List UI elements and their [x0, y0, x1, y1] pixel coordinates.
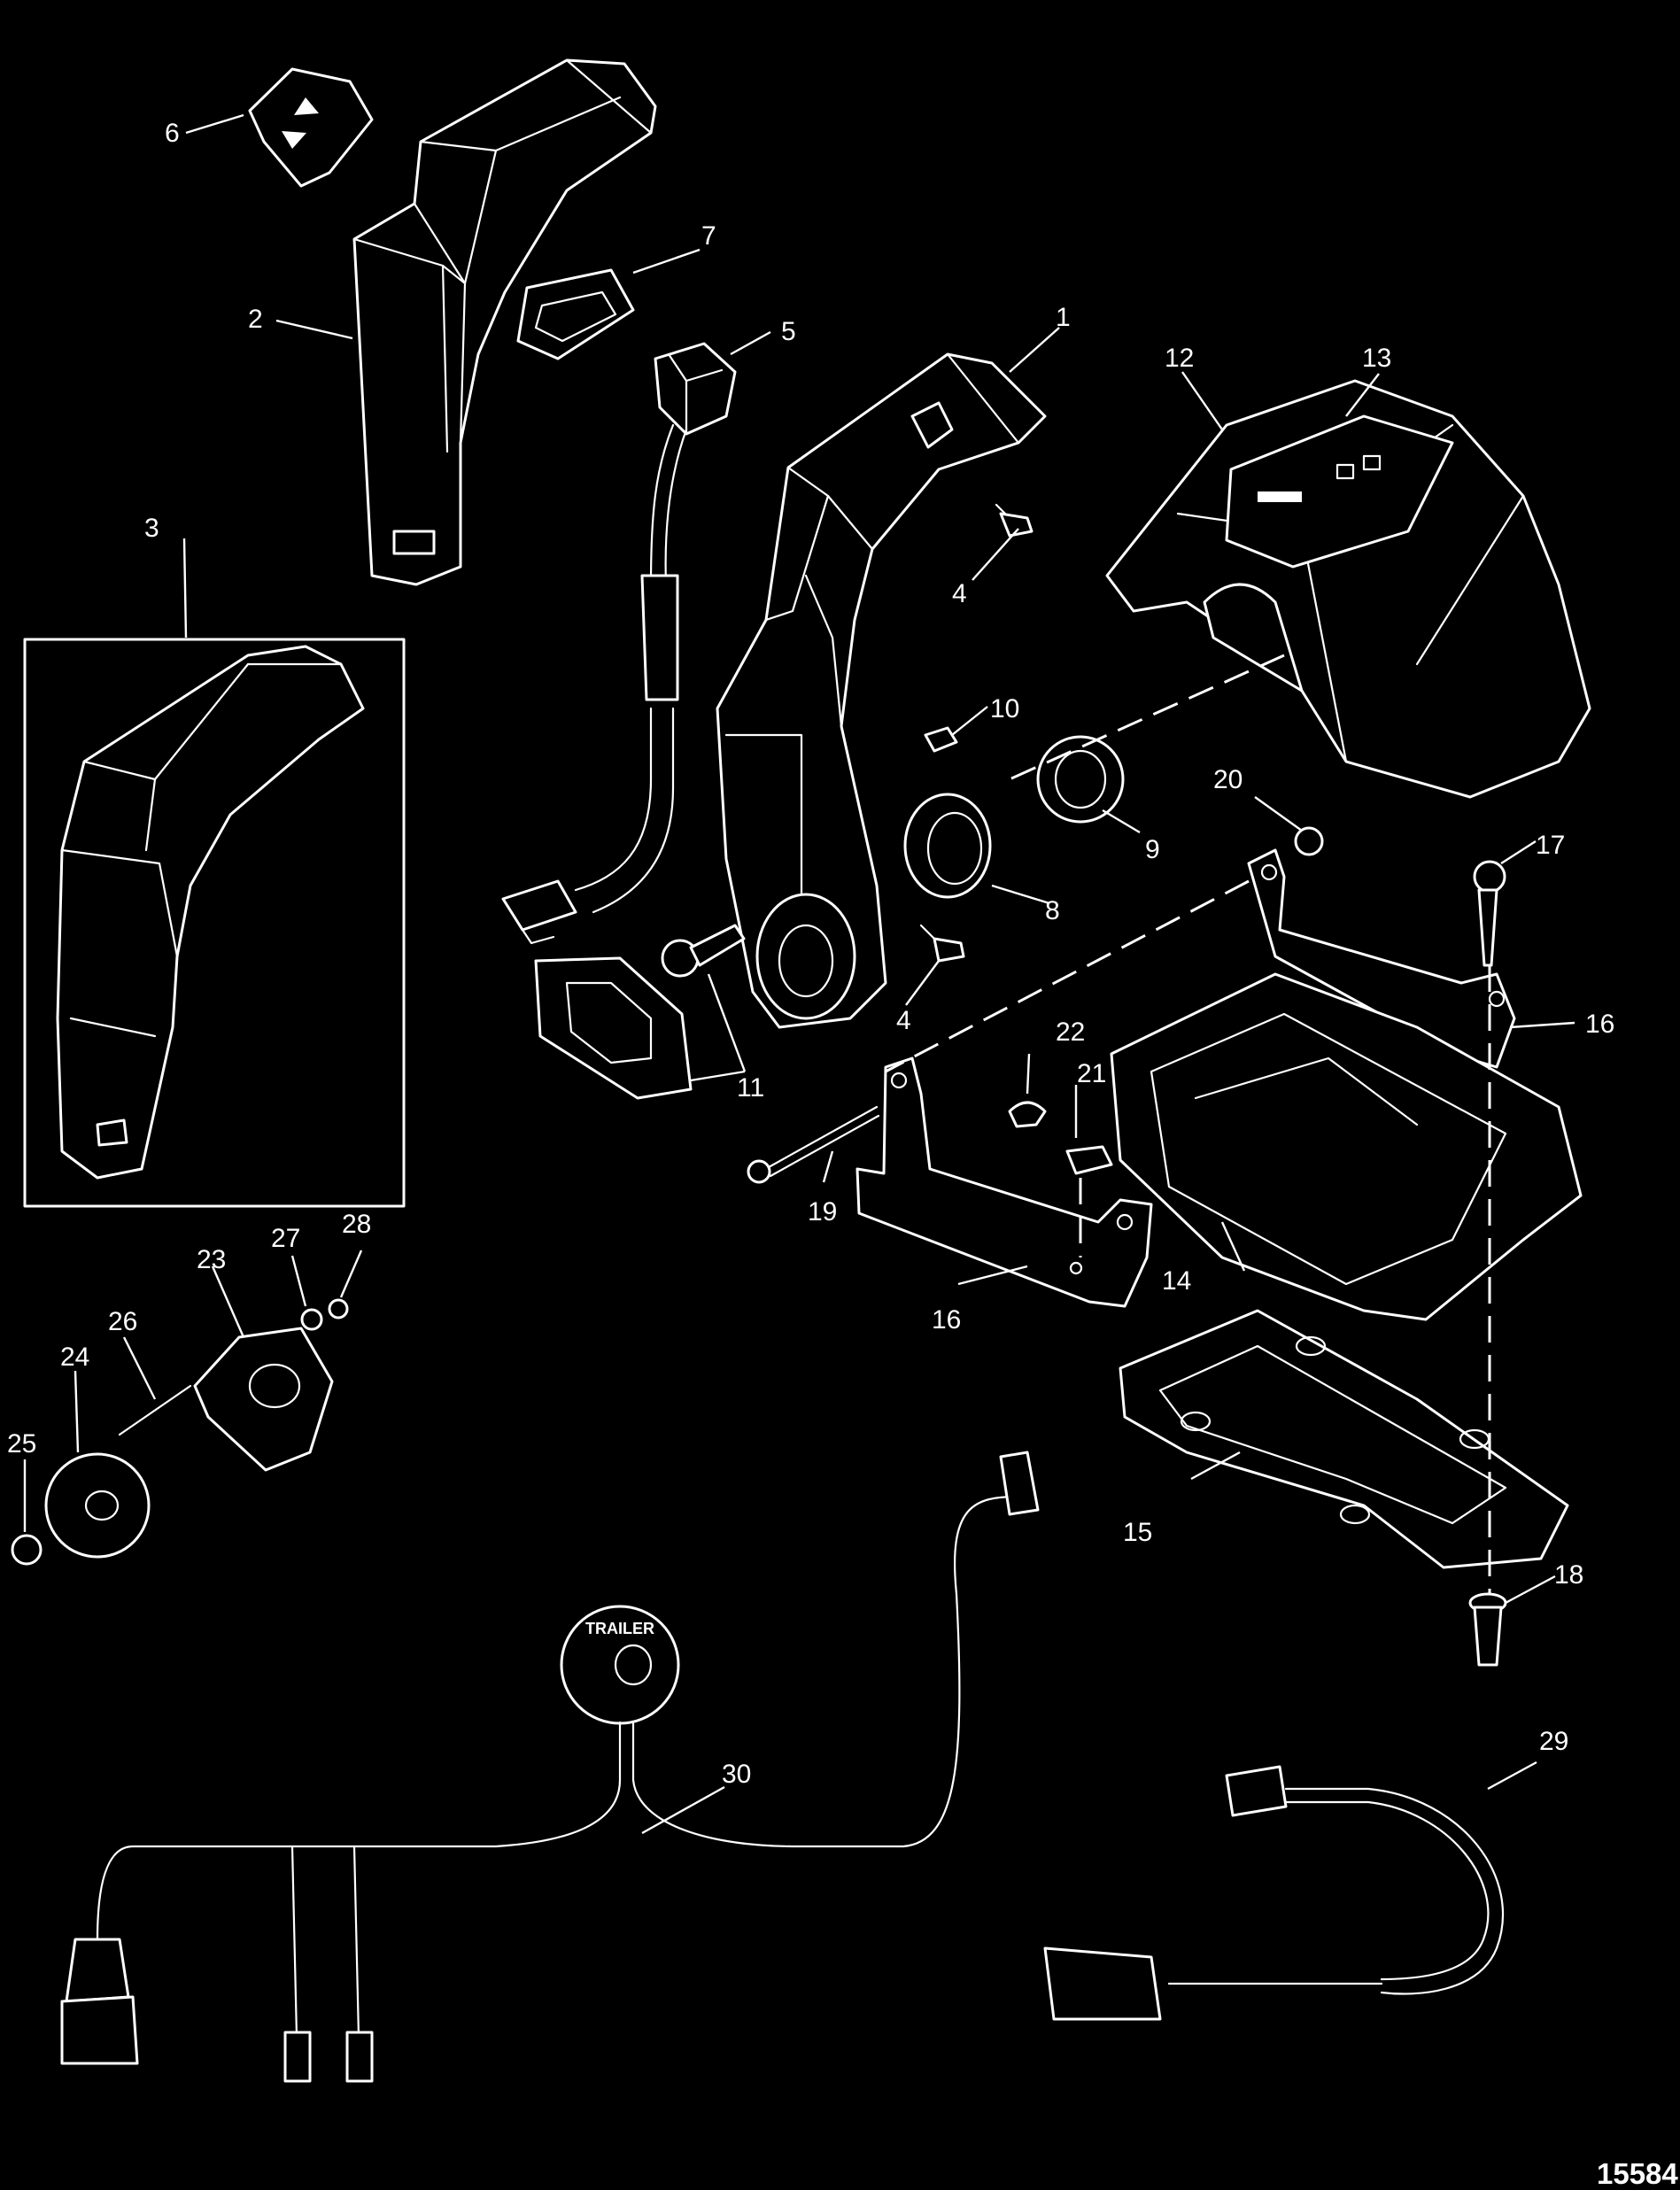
part-3-handle-cover-alt	[23, 638, 406, 1208]
assembly-line-center	[1009, 654, 1285, 781]
callout-5: 5	[781, 317, 796, 346]
callout-26: 26	[108, 1307, 137, 1336]
part-5-switch-harness	[501, 342, 737, 945]
callout-16-lower: 16	[932, 1305, 961, 1335]
part-17-screw	[1473, 860, 1506, 967]
callout-18: 18	[1554, 1560, 1583, 1590]
part-15-gasket	[1119, 1309, 1569, 1569]
part-11-faceplate	[534, 956, 693, 1100]
callout-7: 7	[701, 221, 716, 251]
part-9-retainer	[1036, 735, 1125, 824]
callout-27: 27	[271, 1224, 300, 1253]
callout-30: 30	[722, 1760, 751, 1789]
part-29-harness	[1043, 1765, 1505, 2021]
part-1-control-body	[716, 352, 1047, 1029]
part-23-switch-housing	[193, 1327, 334, 1472]
part-4-screw-upper	[995, 503, 1034, 538]
callout-2: 2	[248, 305, 263, 334]
callout-17: 17	[1536, 831, 1565, 860]
part-2-handle-cover	[352, 58, 657, 586]
callout-28: 28	[342, 1210, 371, 1239]
callout-8: 8	[1045, 896, 1060, 925]
part-14-base-tray	[1110, 972, 1583, 1321]
callout-25: 25	[7, 1429, 36, 1459]
trailer-panel-label: TRAILER	[585, 1620, 654, 1637]
part-10-set-screw	[924, 726, 958, 753]
part-20-nut	[1294, 826, 1324, 856]
callout-16-upper: 16	[1585, 1010, 1614, 1039]
part-19-long-screw	[747, 1105, 880, 1184]
callout-24: 24	[60, 1343, 89, 1372]
callout-1: 1	[1056, 303, 1071, 332]
callout-21: 21	[1077, 1059, 1106, 1088]
part-30-trailer-harness: TRAILER	[60, 1451, 1040, 2083]
part-16-bracket-lower	[855, 1056, 1153, 1308]
callout-6: 6	[165, 119, 180, 148]
part-12-rear-cover	[1105, 379, 1591, 799]
part-27-screw	[300, 1308, 323, 1331]
part-11-pin	[661, 924, 746, 978]
part-28-nut	[328, 1298, 349, 1319]
callout-19: 19	[808, 1197, 837, 1227]
callout-9: 9	[1145, 835, 1160, 864]
callout-12: 12	[1165, 344, 1194, 373]
callout-4-upper: 4	[952, 579, 967, 608]
part-7-gasket	[516, 268, 635, 360]
figure-id: 15584	[1597, 2157, 1678, 2190]
callout-4-lower: 4	[896, 1006, 911, 1035]
assembly-line-lower	[885, 879, 1250, 1073]
part-26-pin	[118, 1384, 192, 1436]
callout-22: 22	[1056, 1018, 1085, 1047]
part-21-connector	[1065, 1145, 1113, 1175]
callout-labels: 1 2 3 4 4 5 6 7 8 9 10 11 12 13 14 15 16…	[7, 119, 1614, 1789]
callout-11: 11	[737, 1073, 764, 1103]
callout-23: 23	[197, 1245, 226, 1274]
part-18-bushing	[1468, 1592, 1507, 1667]
callout-29: 29	[1539, 1727, 1568, 1756]
part-22-clip	[1008, 1101, 1047, 1128]
part-24-knob	[44, 1452, 151, 1559]
callout-10: 10	[990, 694, 1019, 724]
callout-3: 3	[144, 514, 159, 543]
callout-20: 20	[1213, 765, 1243, 794]
part-25-washer	[11, 1534, 43, 1566]
part-13-decal	[1225, 414, 1454, 569]
callout-13: 13	[1362, 344, 1391, 373]
part-6-switch-cap	[248, 67, 374, 188]
callout-15: 15	[1123, 1518, 1152, 1547]
callout-14: 14	[1162, 1266, 1191, 1296]
part-4-screw-lower	[919, 924, 965, 963]
leader-lines	[23, 113, 1575, 1835]
part-8-bushing	[903, 793, 992, 899]
